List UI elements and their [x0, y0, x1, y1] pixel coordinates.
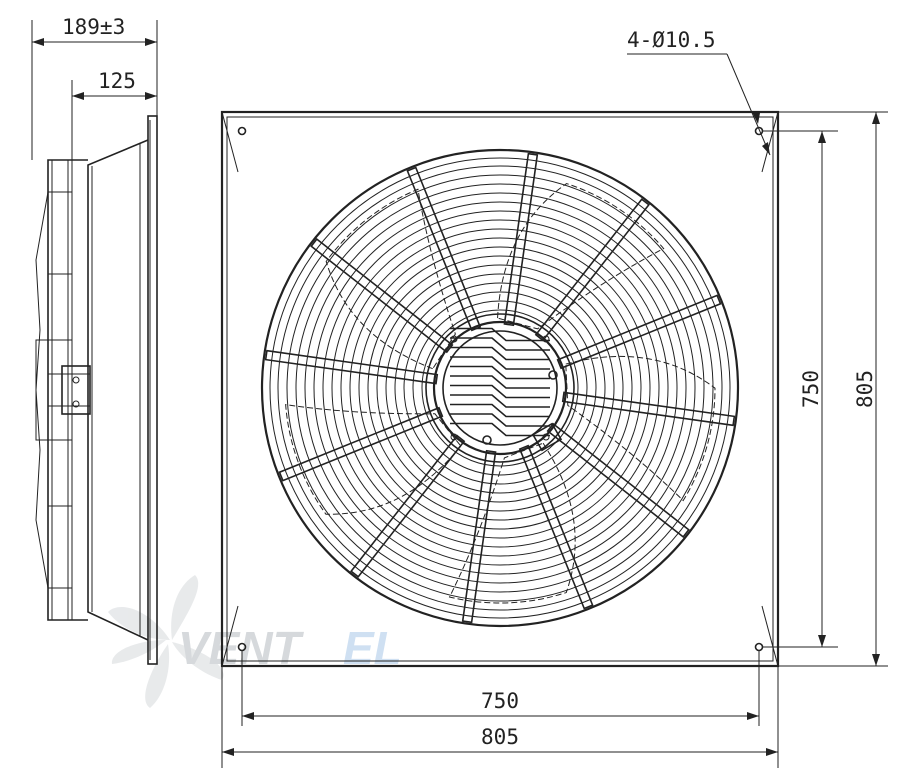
guard-ring [385, 273, 615, 503]
fan-blades [285, 183, 716, 604]
guard-ring [376, 264, 624, 512]
fan-guard-rings [277, 165, 723, 611]
ventel-watermark-logo: VENT EL [108, 575, 402, 708]
motor-fin [450, 346, 550, 361]
side-guard-ribs [35, 191, 72, 589]
side-motor [35, 339, 91, 441]
motor-fin [450, 375, 550, 389]
guard-ring [277, 165, 723, 611]
motor-fin [450, 422, 550, 437]
guard-ring [421, 309, 579, 467]
guard-spoke [561, 391, 736, 427]
guard-ring [358, 246, 642, 530]
mounting-hole-bottom-right [754, 642, 764, 652]
dim-plate-width: 805 [481, 725, 519, 749]
dim-plate-height: 805 [853, 370, 877, 408]
guard-spoke [461, 449, 497, 624]
guard-ring [322, 210, 678, 566]
guard-ring [304, 192, 696, 584]
motor-fin [450, 365, 550, 380]
guard-spoke [278, 406, 444, 482]
guard-ring [340, 228, 660, 548]
guard-ring [403, 291, 597, 485]
front-dimensions: 4-Ø10.5 750 805 750 805 [221, 28, 888, 768]
venturi-ring [260, 148, 740, 628]
front-view [220, 110, 780, 668]
mounting-hole-bottom-left [237, 642, 247, 652]
guard-ring [286, 174, 714, 602]
guard-spoke [546, 422, 690, 538]
fan-guard-spokes [264, 152, 736, 624]
guard-spoke [310, 238, 454, 354]
motor-cooling-fins [450, 327, 550, 437]
guard-spoke [518, 444, 594, 610]
motor-fin [450, 327, 550, 342]
guard-spoke [264, 349, 439, 385]
fan-blade [565, 355, 716, 502]
guard-ring [313, 201, 687, 575]
guard-ring [394, 282, 606, 494]
side-housing [87, 139, 149, 641]
motor-fin [450, 337, 550, 351]
side-mounting-plate [147, 115, 158, 665]
guard-ring [331, 219, 669, 557]
guard-ring [349, 237, 651, 539]
fan-blade [325, 188, 456, 370]
fan-blade [497, 183, 665, 330]
guard-ring [295, 183, 705, 593]
fan-blade [285, 404, 462, 515]
front-mounting-plate [220, 110, 780, 668]
terminal-box [531, 422, 563, 452]
motor-hub [432, 320, 568, 456]
dim-depth-total: 189±3 [62, 15, 125, 39]
dim-mounting-holes: 4-Ø10.5 [627, 28, 716, 52]
guard-spoke [350, 434, 466, 578]
guard-ring [367, 255, 633, 521]
side-view [35, 115, 158, 665]
mounting-hole-top-left [237, 126, 247, 136]
fan-blade [448, 442, 576, 604]
motor-fin [450, 356, 550, 370]
dim-hole-spacing-horizontal: 750 [481, 689, 519, 713]
guard-spoke [534, 198, 650, 342]
guard-hub-ring [425, 313, 575, 463]
motor-fin [450, 384, 550, 399]
motor-fin [450, 413, 550, 427]
guard-spoke [556, 294, 722, 370]
dim-hole-spacing-vertical: 750 [799, 370, 823, 408]
mounting-hole-top-right [754, 126, 764, 136]
guard-spoke [503, 152, 539, 327]
motor-fin [450, 394, 550, 408]
guard-ring [412, 300, 588, 476]
side-dimensions: 189±3 125 [31, 15, 158, 160]
motor-fin [450, 403, 550, 418]
dim-depth-inner: 125 [98, 69, 136, 93]
watermark-fan-icon [108, 575, 224, 708]
